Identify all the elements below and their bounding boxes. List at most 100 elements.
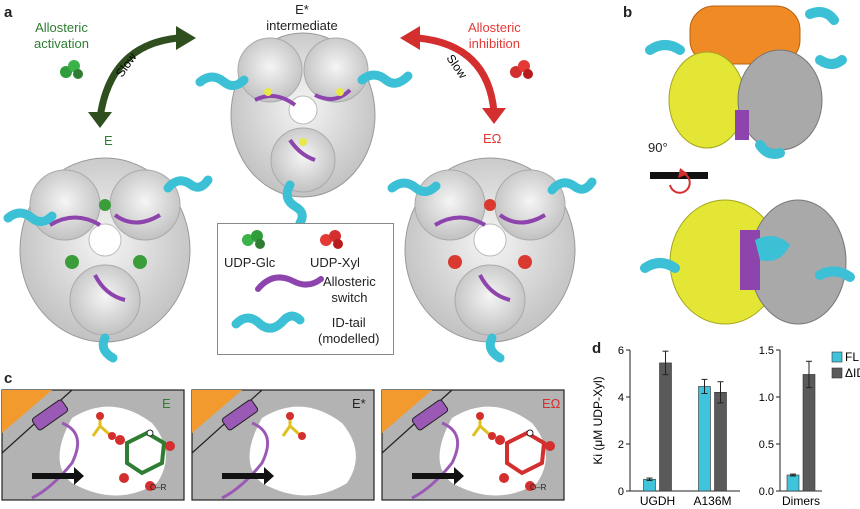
panel-b-graphic — [640, 5, 855, 325]
panel-d-label: d — [592, 340, 602, 357]
panel-a-graphic: Slow Slow — [3, 26, 597, 363]
y-tick-label: 4 — [618, 392, 624, 404]
bar-ΔID-Dimers — [802, 374, 816, 492]
legend-udp-glc: UDP-Glc — [224, 255, 276, 270]
legend-switch-2: switch — [331, 290, 368, 305]
legend-tail-1: ID-tail — [331, 315, 366, 330]
rotation-label: 90° — [648, 140, 668, 155]
ring-oxygen — [146, 429, 154, 437]
legend-switch: Allosteric switch — [323, 274, 376, 306]
udp-glc-icon — [242, 230, 265, 249]
allosteric-switch-icon — [255, 274, 324, 292]
state-panel-1: E* — [191, 389, 375, 501]
legend-tail-2: (modelled) — [318, 331, 380, 346]
bar-FL-Dimers — [786, 474, 800, 492]
state-label: EΩ — [542, 396, 561, 411]
id-tail-icon — [231, 311, 305, 333]
switch-helix — [411, 399, 449, 431]
bar-ΔID-UGDH — [659, 362, 672, 492]
hydroxyl-atom — [165, 441, 175, 451]
legend-switch-1: Allosteric — [323, 274, 376, 289]
hydroxyl-atom — [145, 481, 155, 491]
legend-swatch-FL — [831, 351, 843, 363]
binding-pocket — [249, 406, 356, 496]
y-tick-label: 1.5 — [759, 345, 774, 357]
bar-FL-A136M — [698, 386, 711, 492]
eomega-hexamer — [387, 157, 597, 363]
estar-intermediate-label: E* intermediate — [262, 2, 342, 34]
hydroxyl-atom — [499, 473, 509, 483]
bar-ΔID-A136M — [714, 391, 727, 492]
bar-FL-UGDH — [643, 478, 656, 492]
inhibition-ligand-icon — [510, 60, 533, 79]
motion-arrow — [412, 467, 464, 485]
udp-xyl-icon — [320, 230, 343, 249]
hydroxyl-atom — [525, 481, 535, 491]
y-axis-label: Ki (μM UDP-Xyl) — [591, 376, 605, 464]
side-view-structure — [640, 199, 855, 325]
x-tick-label: UGDH — [640, 494, 675, 508]
y-tick-label: 6 — [618, 345, 624, 357]
slow-arrow-left — [88, 26, 196, 128]
switch-helix — [31, 399, 69, 431]
switch-loop — [31, 421, 80, 500]
hydroxyl-atom — [119, 473, 129, 483]
ring-oxygen — [526, 429, 534, 437]
legend-icons — [231, 230, 343, 333]
panel-b-label: b — [623, 4, 633, 21]
estar-hexamer — [195, 32, 413, 228]
state-panel-0: O–RE — [1, 389, 185, 501]
activation-line-1: Allosteric — [35, 20, 88, 35]
slow-arrow-right — [400, 26, 506, 124]
state-panel-2: O–R EΩ — [381, 389, 565, 501]
top-view-structure — [645, 5, 847, 159]
estar-label: E* — [295, 2, 309, 17]
state-e-label: E — [104, 133, 113, 148]
legend-swatch-ΔID — [831, 367, 843, 379]
legend-udp-xyl: UDP-Xyl — [310, 255, 360, 270]
state-eomega-label: EΩ — [483, 131, 502, 146]
y-tick-label: 1.0 — [759, 392, 774, 404]
hydroxyl-atom — [495, 435, 505, 445]
panel-c-label: c — [4, 370, 13, 387]
state-label: E* — [352, 396, 366, 411]
y-tick-label: 0.5 — [759, 439, 774, 451]
hydroxyl-atom — [115, 435, 125, 445]
motion-arrow — [222, 467, 274, 485]
allosteric-activation-label: Allosteric activation — [34, 20, 89, 52]
x-tick-label: Dimers — [782, 494, 820, 508]
rotation-icon — [650, 168, 708, 194]
oxygen-atom — [286, 412, 294, 420]
inhibition-line-2: inhibition — [468, 36, 521, 51]
x-tick-label: A136M — [693, 494, 731, 508]
hydroxyl-atom — [545, 441, 555, 451]
legend-label-FL: FL — [845, 350, 859, 364]
or-label: O–R — [530, 483, 547, 492]
activation-line-2: activation — [34, 36, 89, 51]
legend-tail: ID-tail (modelled) — [318, 315, 379, 347]
activation-ligand-icon — [60, 60, 83, 79]
panel-a-legend: UDP-Glc UDP-Xyl Allosteric switch ID-tai… — [217, 223, 394, 355]
inhibition-line-1: Allosteric — [468, 20, 521, 35]
switch-helix — [221, 399, 259, 431]
switch-loop — [221, 421, 270, 500]
orange-domain — [382, 390, 432, 433]
y-tick-label: 0.0 — [759, 486, 774, 498]
y-tick-label: 2 — [618, 439, 624, 451]
oxygen-atom — [488, 432, 496, 440]
orange-domain — [192, 390, 242, 433]
switch-loop — [411, 421, 460, 500]
oxygen-atom — [96, 412, 104, 420]
oxygen-atom — [298, 432, 306, 440]
y-tick-label: 0 — [618, 486, 624, 498]
panel-a-label: a — [4, 4, 13, 21]
intermediate-label: intermediate — [266, 18, 338, 33]
legend-label-ΔID: ΔID — [845, 366, 860, 380]
orange-domain — [2, 390, 52, 433]
state-label: E — [162, 396, 171, 411]
e-hexamer — [3, 157, 213, 363]
panel-c-graphic: O–RE E* O–R EΩ — [1, 389, 565, 501]
